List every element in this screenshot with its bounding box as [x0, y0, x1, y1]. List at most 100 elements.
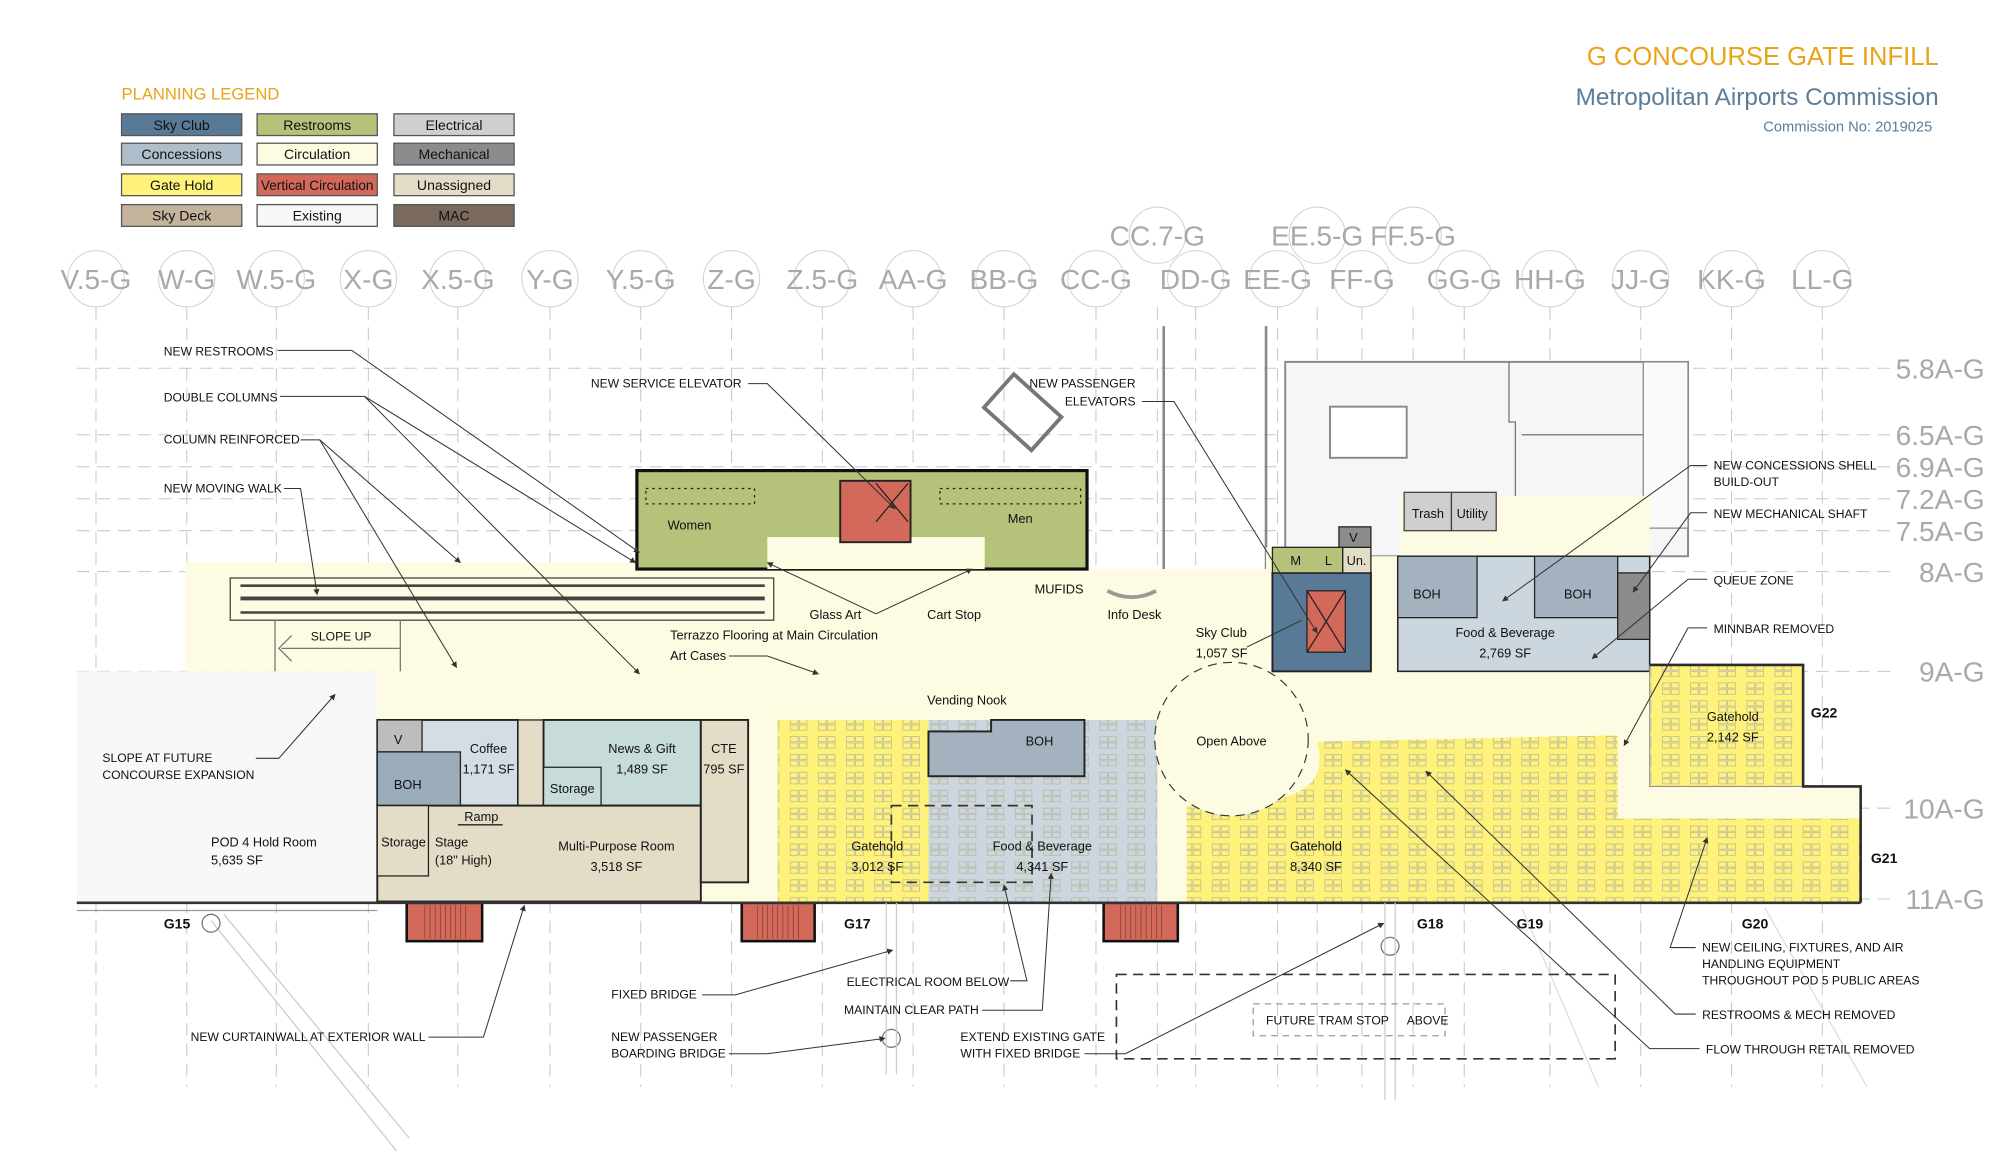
legend-label: Sky Club [154, 117, 210, 133]
grid-bubble [158, 250, 216, 308]
note-new-ceiling-3: THROUGHOUT POD 5 PUBLIC AREAS [1702, 974, 1919, 988]
grid-row-label: 7.5A-G [1896, 516, 1985, 547]
grid-bubble [1167, 250, 1225, 308]
open-above [1154, 661, 1309, 817]
grid-row-label: 6.5A-G [1896, 420, 1985, 451]
gate-g21: G21 [1871, 850, 1898, 866]
legend-swatch [120, 113, 243, 137]
legend-label: Unassigned [417, 177, 491, 193]
gatehold-2142-label: Gatehold [1707, 709, 1759, 724]
mechanical-shaft [1617, 572, 1651, 641]
gatehold-3012-area: 3,012 SF [851, 859, 903, 874]
legend-label: Circulation [284, 146, 350, 162]
legend-item-circulation: Circulation [256, 142, 378, 166]
note-concessions-shell-2: BUILD-OUT [1714, 475, 1780, 489]
storage-news-label: Storage [550, 781, 595, 796]
organization-name: Metropolitan Airports Commission [1576, 84, 1939, 111]
gatehold-2142-area: 2,142 SF [1707, 730, 1759, 745]
grid-column-label: FF.5-G [1370, 221, 1456, 252]
restroom-block: Women Men [635, 468, 1089, 571]
grid-column-label: KK-G [1697, 264, 1766, 295]
grid-bubble [1793, 250, 1851, 308]
news-gift-area: 1,489 SF [616, 762, 668, 777]
terrazzo-label: Terrazzo Flooring at Main Circulation [670, 627, 878, 642]
grid-column-label: X-G [343, 264, 393, 295]
legend-swatch [120, 142, 243, 166]
note-clear-path: MAINTAIN CLEAR PATH [844, 1003, 979, 1017]
legend-item-vertical-circulation: Vertical Circulation [256, 173, 378, 197]
legend-swatch [393, 203, 515, 227]
grid-column-label: GG-G [1427, 264, 1502, 295]
ramp-label: Ramp [464, 809, 498, 824]
legend-label: Restrooms [283, 117, 351, 133]
open-above-label: Open Above [1196, 734, 1266, 749]
grid-bubble [247, 250, 305, 308]
legend-swatch [393, 113, 515, 137]
grid-column-label: BB-G [970, 264, 1039, 295]
note-mechanical-shaft: NEW MECHANICAL SHAFT [1714, 507, 1868, 521]
grid-bubble [1702, 250, 1761, 308]
gate-g19: G19 [1517, 915, 1544, 931]
boarding-bridges [201, 902, 1868, 1152]
fnb-4341-label: Food & Beverage [993, 838, 1092, 853]
food-beverage-right: Trash Utility BOH BOH Food & Beverage 2,… [1396, 491, 1651, 673]
grid-column-label: Y.5-G [606, 264, 676, 295]
note-column-reinforced: COLUMN REINFORCED [164, 433, 300, 447]
grid-row-label: 9A-G [1919, 657, 1985, 688]
note-slope-future-2: CONCOURSE EXPANSION [102, 768, 254, 782]
trash-room-label: Trash [1412, 506, 1444, 521]
moving-walk [229, 577, 775, 672]
note-boarding-bridge-1: NEW PASSENGER [611, 1030, 717, 1044]
boh-coffee-label: BOH [394, 777, 422, 792]
pod4-area: 5,635 SF [211, 852, 263, 867]
tram-stop-label: FUTURE TRAM STOP [1266, 1013, 1389, 1027]
note-curtainwall: NEW CURTAINWALL AT EXTERIOR WALL [191, 1030, 426, 1044]
grid-row-label: 10A-G [1903, 793, 1984, 824]
note-fixed-bridge: FIXED BRIDGE [611, 988, 697, 1002]
room-labels: SLOPE UP POD 4 Hold Room 5,635 SF Glass … [211, 581, 1759, 873]
grid-column-label: Z.5-G [786, 264, 858, 295]
boh-right-1-label: BOH [1413, 586, 1441, 601]
grid-column-label: DD-G [1160, 264, 1232, 295]
multipurpose-label: Multi-Purpose Room [558, 838, 674, 853]
legend-item-unassigned: Unassigned [393, 173, 515, 197]
grid-bubble [339, 250, 397, 308]
note-passenger-elevators-1: NEW PASSENGER [1029, 376, 1135, 390]
existing-area-pod4 [76, 671, 378, 902]
note-electrical-room: ELECTRICAL ROOM BELOW [847, 975, 1010, 989]
legend-item-existing: Existing [256, 203, 378, 227]
cart-stop-label: Cart Stop [927, 607, 981, 622]
gate-g15: G15 [164, 915, 191, 931]
boh-center [927, 718, 1086, 778]
note-new-ceiling-1: NEW CEILING, FIXTURES, AND AIR [1702, 940, 1904, 954]
note-extend-gate-2: WITH FIXED BRIDGE [960, 1047, 1080, 1061]
note-passenger-elevators-2: ELEVATORS [1065, 394, 1136, 408]
note-new-service-elevator: NEW SERVICE ELEVATOR [591, 376, 742, 390]
v-room-left-label: V [394, 732, 403, 747]
legend-label: Mechanical [418, 146, 489, 162]
left-concessions [376, 718, 750, 903]
tram-above-label: ABOVE [1407, 1013, 1449, 1027]
women-restroom-label: Women [668, 517, 712, 532]
un-room-label: Un. [1347, 553, 1367, 568]
title-block: G CONCOURSE GATE INFILL Metropolitan Air… [1576, 43, 1939, 135]
project-title: G CONCOURSE GATE INFILL [1587, 43, 1939, 71]
legend-item-electrical: Electrical [393, 113, 515, 137]
grid-column-label: CC.7-G [1110, 221, 1205, 252]
note-flow-through-removed: FLOW THROUGH RETAIL REMOVED [1706, 1043, 1915, 1057]
v-room-right-label: V [1349, 530, 1358, 545]
grid-column-label: EE-G [1243, 264, 1312, 295]
legend-swatch [120, 173, 243, 197]
sky-club-label: Sky Club [1196, 625, 1247, 640]
legend-item-concessions: Concessions [120, 142, 243, 166]
note-queue-zone: QUEUE ZONE [1714, 573, 1794, 587]
legend-label: Electrical [426, 117, 483, 133]
grid-column-label: Y-G [526, 264, 573, 295]
pod4-label: POD 4 Hold Room [211, 835, 317, 850]
legend-label: Sky Deck [152, 208, 212, 224]
stage-label: Stage [435, 835, 468, 850]
grid-bubble [521, 250, 579, 308]
grid-column-label: X.5-G [421, 264, 494, 295]
